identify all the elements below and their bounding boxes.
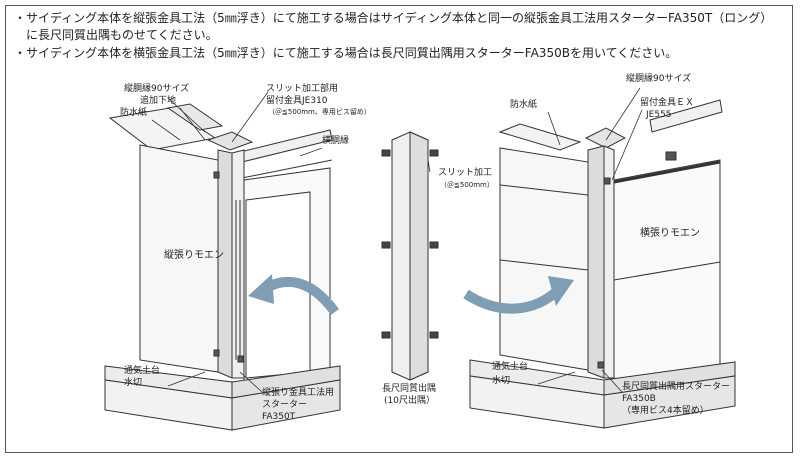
right-label-starter-2: FA350B <box>622 394 656 404</box>
left-horizontal-furring <box>239 129 333 163</box>
right-post-cap <box>584 127 627 149</box>
right-label-waterproof-paper: 防水紙 <box>510 100 538 110</box>
leader-lines <box>151 87 643 393</box>
left-label-siding: 縦張りモエン <box>164 250 224 261</box>
right-corner-figure <box>469 99 736 429</box>
left-label-sill-1: 通気土台 <box>124 366 161 376</box>
right-insert-arrow <box>463 276 574 314</box>
note-line-3: ・サイディング本体を横張金具工法（5㎜浮き）にて施工する場合は長尺同質出隅用スタ… <box>14 46 678 60</box>
center-corner-piece <box>381 131 439 381</box>
left-label-slit-fitting-3: （＠≦500mm、専用ビス留め） <box>268 108 371 116</box>
center-label-corner-1: 長尺同質出隅 <box>382 384 437 394</box>
left-label-slit-fitting-2: 留付金具JE310 <box>266 96 328 106</box>
right-top-plate <box>498 123 582 151</box>
left-insert-arrow <box>248 274 340 316</box>
right-label-sill-2: 水切 <box>492 376 511 386</box>
right-right-wall <box>613 159 721 389</box>
right-label-starter-3: （専用ビス4本留め） <box>622 406 709 416</box>
right-label-starter-1: 長尺同質出隅用スターター <box>622 382 731 392</box>
left-label-slit-fitting-1: スリット加工部用 <box>266 84 339 94</box>
left-label-waterproof-paper: 防水紙 <box>120 108 148 118</box>
left-post-cap <box>206 131 254 151</box>
left-label-starter-2: スターター <box>262 400 308 410</box>
center-label-corner-2: (10尺出隅） <box>384 396 435 406</box>
figure-frame <box>5 5 793 453</box>
note-line-2: に長尺同質出隅ものせてください。 <box>14 28 218 42</box>
center-label-slit-2: （＠≦500mm） <box>440 181 494 189</box>
right-label-vertical-furring: 縦胴縁90サイズ <box>626 74 692 84</box>
right-label-fitting-1: 留付金具ＥＸ <box>640 98 695 108</box>
right-label-siding: 横張りモエン <box>640 228 700 239</box>
center-label-slit-1: スリット加工 <box>438 168 493 178</box>
right-corner-post <box>587 145 605 379</box>
left-label-vertical-furring: 縦胴縁90サイズ <box>124 84 190 94</box>
right-label-fitting-2: JE555 <box>646 110 672 120</box>
left-label-starter-1: 縦張り金具工法用 <box>262 388 335 398</box>
right-left-wall <box>499 147 589 371</box>
left-label-starter-3: FA350T <box>262 412 296 422</box>
left-label-horizontal-furring: 横胴縁 <box>322 136 350 146</box>
right-label-sill-1: 通気土台 <box>492 362 529 372</box>
left-label-sill-2: 水切 <box>124 378 143 388</box>
note-line-1: ・サイディング本体を縦張金具工法（5㎜浮き）にて施工する場合はサイディング本体と… <box>14 11 773 25</box>
left-corner-post <box>217 149 233 379</box>
left-label-extra-base: 追加下地 <box>140 96 177 106</box>
